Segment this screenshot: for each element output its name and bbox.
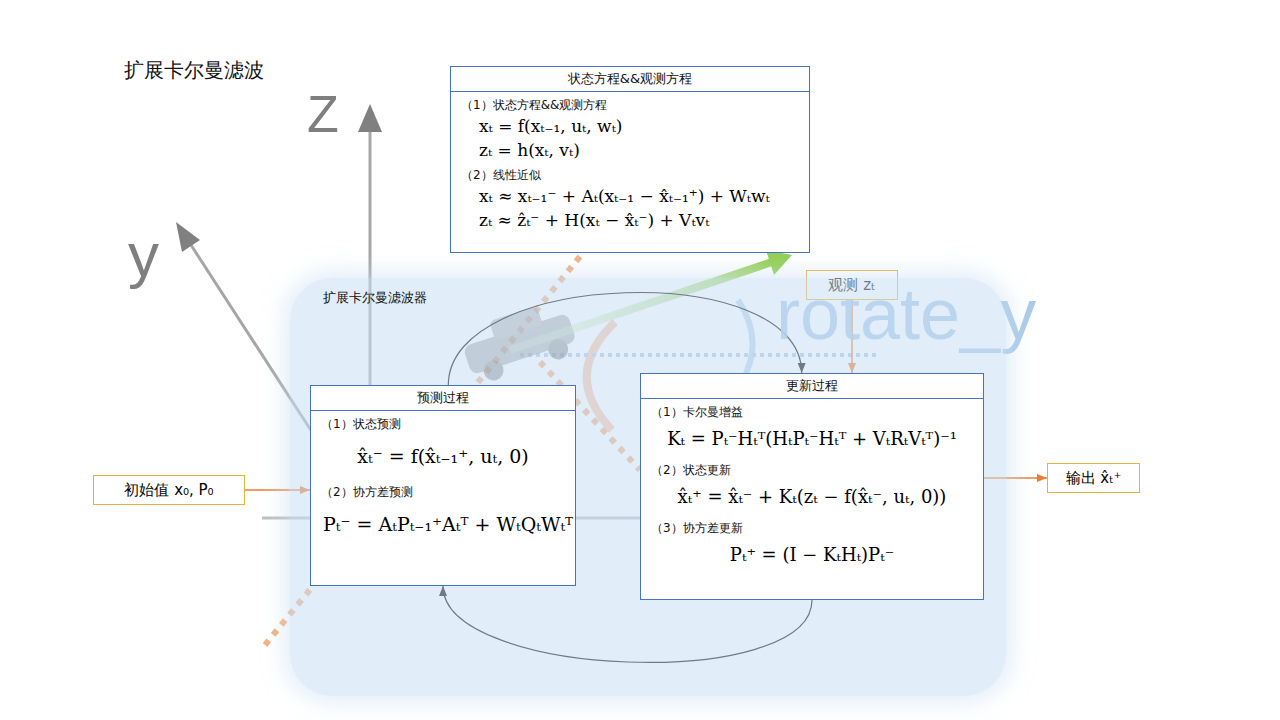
box-heading: 状态方程&&观测方程 [451, 67, 809, 92]
equation: x̂ₜ⁺ = x̂ₜ⁻ + Kₜ(zₜ − f(x̂ₜ⁻, uₜ, 0)) [641, 479, 983, 515]
tag-text: 初始值 x₀, P₀ [124, 480, 213, 500]
equation: Kₜ = Pₜ⁻Hₜᵀ(HₜPₜ⁻Hₜᵀ + VₜRₜVₜᵀ)⁻¹ [641, 421, 983, 457]
equation: x̂ₜ⁻ = f(x̂ₜ₋₁⁺, uₜ, 0) [311, 433, 575, 479]
equation: Pₜ⁺ = (I − KₜHₜ)Pₜ⁻ [641, 537, 983, 573]
axis-label: y [128, 224, 159, 286]
input-tag: 初始值 x₀, P₀ [93, 475, 245, 505]
box-heading: 预测过程 [311, 386, 575, 411]
equation: zₜ = h(xₜ, vₜ) [451, 138, 809, 162]
step-label: （3）协方差更新 [641, 515, 983, 537]
tag-text: 输出 x̂ₜ⁺ [1066, 468, 1122, 488]
y-axis-head [176, 222, 200, 252]
step-label: （1）状态预测 [311, 411, 575, 433]
equation-panel: 状态方程&&观测方程（1）状态方程&&观测方程xₜ = f(xₜ₋₁, uₜ, … [450, 66, 810, 253]
motion-arrow-head [766, 250, 792, 275]
filter-band: 扩展卡尔曼滤波器预测过程（1）状态预测x̂ₜ⁻ = f(x̂ₜ₋₁⁺, uₜ, … [290, 278, 1006, 696]
equation: zₜ ≈ ẑₜ⁻ + H(xₜ − x̂ₜ⁻) + Vₜvₜ [451, 208, 809, 232]
process-box: 更新过程（1）卡尔曼增益Kₜ = Pₜ⁻Hₜᵀ(HₜPₜ⁻Hₜᵀ + VₜRₜV… [640, 373, 984, 600]
equation: xₜ ≈ xₜ₋₁⁻ + Aₜ(xₜ₋₁ − x̂ₜ₋₁⁺) + Wₜwₜ [451, 184, 809, 208]
axis-label: Z [307, 88, 339, 140]
step-label: （1）卡尔曼增益 [641, 399, 983, 421]
step-label: （1）状态方程&&观测方程 [451, 92, 809, 114]
diagram-title: 扩展卡尔曼滤波 [124, 56, 264, 84]
z-axis-head [358, 104, 382, 132]
equation: Pₜ⁻ = AₜPₜ₋₁⁺Aₜᵀ + WₜQₜWₜᵀ [311, 501, 575, 547]
output-tag: 输出 x̂ₜ⁺ [1047, 463, 1140, 493]
process-box: 预测过程（1）状态预测x̂ₜ⁻ = f(x̂ₜ₋₁⁺, uₜ, 0)（2）协方差… [310, 385, 576, 586]
step-label: （2）线性近似 [451, 162, 809, 184]
equation: xₜ = f(xₜ₋₁, uₜ, wₜ) [451, 114, 809, 138]
step-label: （2）状态更新 [641, 457, 983, 479]
band-heading: 扩展卡尔曼滤波器 [323, 289, 427, 307]
box-heading: 更新过程 [641, 374, 983, 399]
step-label: （2）协方差预测 [311, 479, 575, 501]
